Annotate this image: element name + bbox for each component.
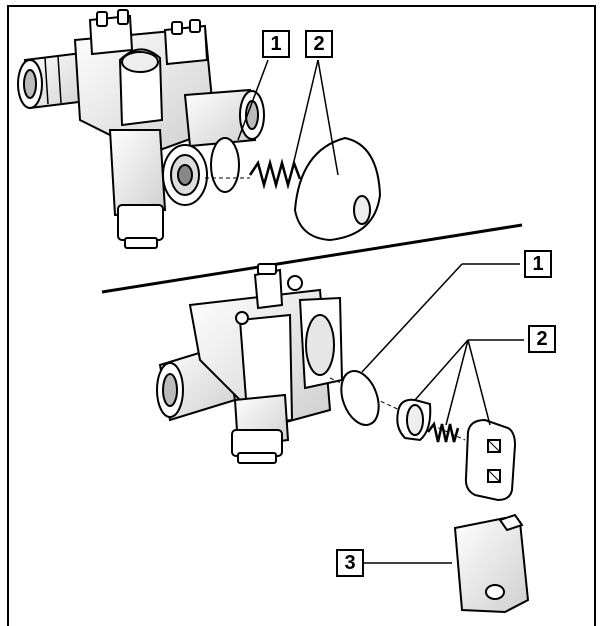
top-valve-body <box>17 9 265 249</box>
assembly-divider-line <box>101 223 523 294</box>
top-leader-lines <box>237 59 339 179</box>
bottom-leader-lines <box>361 263 524 564</box>
callout-bottom-2: 2 <box>528 325 556 353</box>
top-cap <box>293 136 382 242</box>
callout-bottom-3: 3 <box>336 549 364 577</box>
bottom-retainer-ring <box>396 398 432 442</box>
callout-bottom-1: 1 <box>524 250 552 278</box>
top-diaphragm-disc <box>210 137 240 193</box>
bottom-diaphragm-disc <box>340 370 380 426</box>
retaining-clip <box>453 513 530 614</box>
bottom-valve-body <box>156 263 344 464</box>
figure-frame <box>7 5 596 626</box>
callout-top-1: 1 <box>262 30 290 58</box>
callout-top-2: 2 <box>305 30 333 58</box>
bottom-spring <box>427 421 460 443</box>
bottom-cap <box>464 418 517 502</box>
